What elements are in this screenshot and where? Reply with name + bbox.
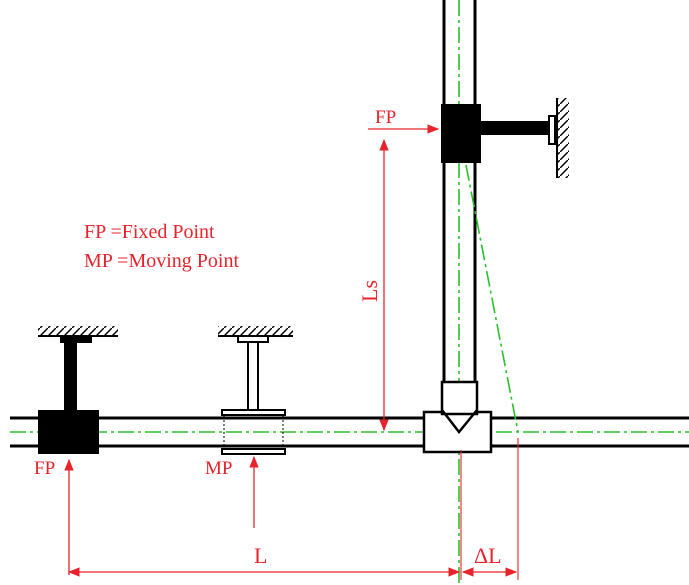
fixed-point-top-support bbox=[441, 98, 569, 178]
legend-fixed-point: FP =Fixed Point bbox=[84, 221, 215, 243]
horizontal-pipe bbox=[10, 416, 689, 448]
label-mp: MP bbox=[205, 458, 232, 479]
fixed-point-left-support bbox=[38, 326, 118, 454]
centerlines bbox=[10, 0, 689, 585]
label-delta-l: ΔL bbox=[474, 543, 502, 568]
label-fp-top: FP bbox=[375, 107, 396, 128]
label-ls: Ls bbox=[357, 280, 382, 302]
label-fp-bottom: FP bbox=[34, 458, 55, 479]
tee-fitting bbox=[422, 380, 493, 454]
moving-point-support bbox=[218, 326, 293, 455]
legend-moving-point: MP =Moving Point bbox=[84, 250, 239, 272]
label-l: L bbox=[254, 543, 267, 568]
deflected-centerline bbox=[465, 164, 519, 433]
dimension-lines bbox=[64, 124, 519, 580]
vertical-pipe bbox=[442, 0, 477, 384]
